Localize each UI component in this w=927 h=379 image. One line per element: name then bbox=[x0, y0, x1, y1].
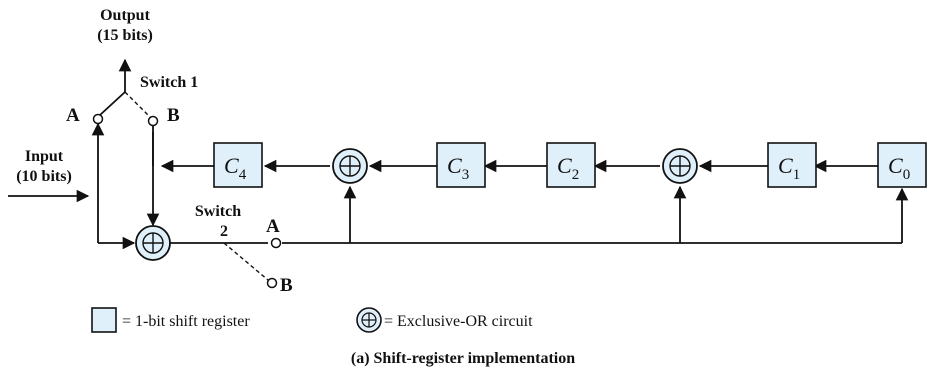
register-c4: C4 bbox=[213, 142, 263, 188]
input-label-line2: (10 bits) bbox=[16, 168, 72, 185]
switch2-label-line2: 2 bbox=[220, 223, 228, 240]
register-c0: C0 bbox=[877, 142, 927, 188]
svg-text:C1: C1 bbox=[778, 153, 800, 183]
xor-circuit-left bbox=[135, 225, 171, 261]
switch1-b-label: B bbox=[167, 105, 180, 126]
wires bbox=[8, 58, 909, 281]
register-c2: C2 bbox=[546, 142, 596, 188]
switch1-contact-b bbox=[147, 115, 159, 127]
switch2-a-label: A bbox=[266, 216, 280, 237]
switch1-label: Switch 1 bbox=[140, 74, 198, 91]
svg-text:C4: C4 bbox=[224, 153, 247, 183]
svg-text:C2: C2 bbox=[557, 153, 579, 183]
register-c1: C1 bbox=[767, 142, 817, 188]
xor-circuit-middle bbox=[332, 148, 368, 184]
svg-text:= Exclusive-OR circuit: = Exclusive-OR circuit bbox=[384, 313, 533, 330]
output-label-line2: (15 bits) bbox=[97, 27, 153, 44]
xor-circuit-right bbox=[662, 148, 698, 184]
diagram-caption: (a) Shift-register implementation bbox=[351, 350, 575, 367]
switch1-a-label: A bbox=[66, 105, 80, 126]
svg-text:C3: C3 bbox=[447, 153, 469, 183]
output-label-line1: Output bbox=[100, 7, 150, 24]
legend-xor: = Exclusive-OR circuit bbox=[356, 307, 533, 333]
svg-text:C0: C0 bbox=[888, 153, 910, 183]
switch2-contact-a bbox=[270, 237, 282, 249]
input-label-line1: Input bbox=[25, 148, 64, 165]
svg-text:= 1-bit shift register: = 1-bit shift register bbox=[122, 313, 250, 330]
switch2-label-line1: Switch bbox=[195, 203, 241, 220]
switch2-b-label: B bbox=[280, 275, 293, 296]
switch2-contact-b bbox=[266, 277, 278, 289]
legend-register: = 1-bit shift register bbox=[91, 307, 250, 333]
register-c3: C3 bbox=[436, 142, 486, 188]
switch1-contact-a bbox=[92, 113, 104, 125]
